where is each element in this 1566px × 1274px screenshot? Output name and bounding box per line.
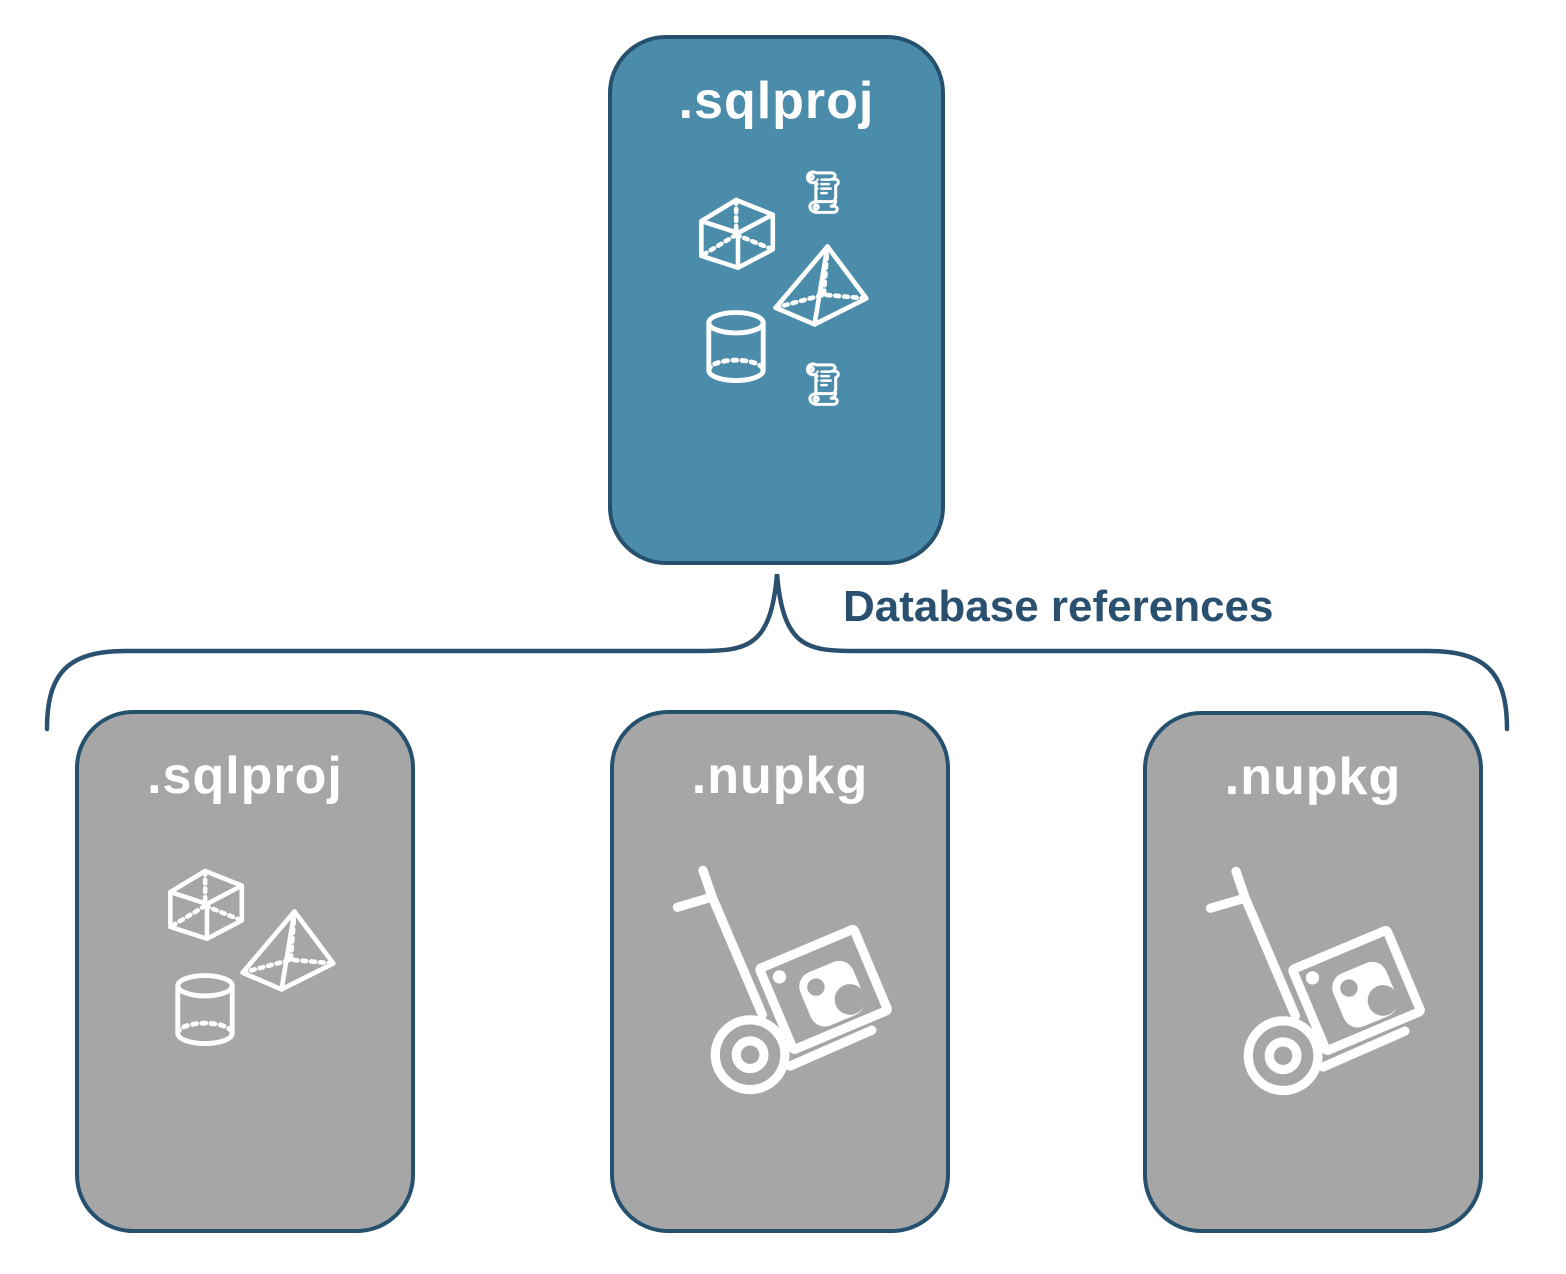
pyramid-icon [770, 241, 872, 329]
nuget-handtruck-icon [1193, 855, 1449, 1111]
cylinder-icon [171, 972, 239, 1050]
node-label: .nupkg [691, 747, 869, 805]
node-label: .nupkg [1224, 748, 1402, 806]
child-nupkg-node: .nupkg [610, 710, 950, 1233]
script-scroll-icon [797, 359, 851, 413]
nuget-handtruck-icon [660, 854, 916, 1110]
parent-sqlproj-node: .sqlproj [608, 35, 945, 565]
child-nupkg-node: .nupkg [1143, 711, 1483, 1233]
cylinder-icon [702, 309, 770, 387]
node-label: .sqlproj [147, 747, 343, 805]
node-label: .sqlproj [678, 72, 875, 130]
connector-label: Database references [843, 582, 1274, 631]
child-sqlproj-node: .sqlproj [75, 710, 415, 1233]
script-scroll-icon [797, 167, 851, 221]
pyramid-icon [237, 906, 339, 994]
